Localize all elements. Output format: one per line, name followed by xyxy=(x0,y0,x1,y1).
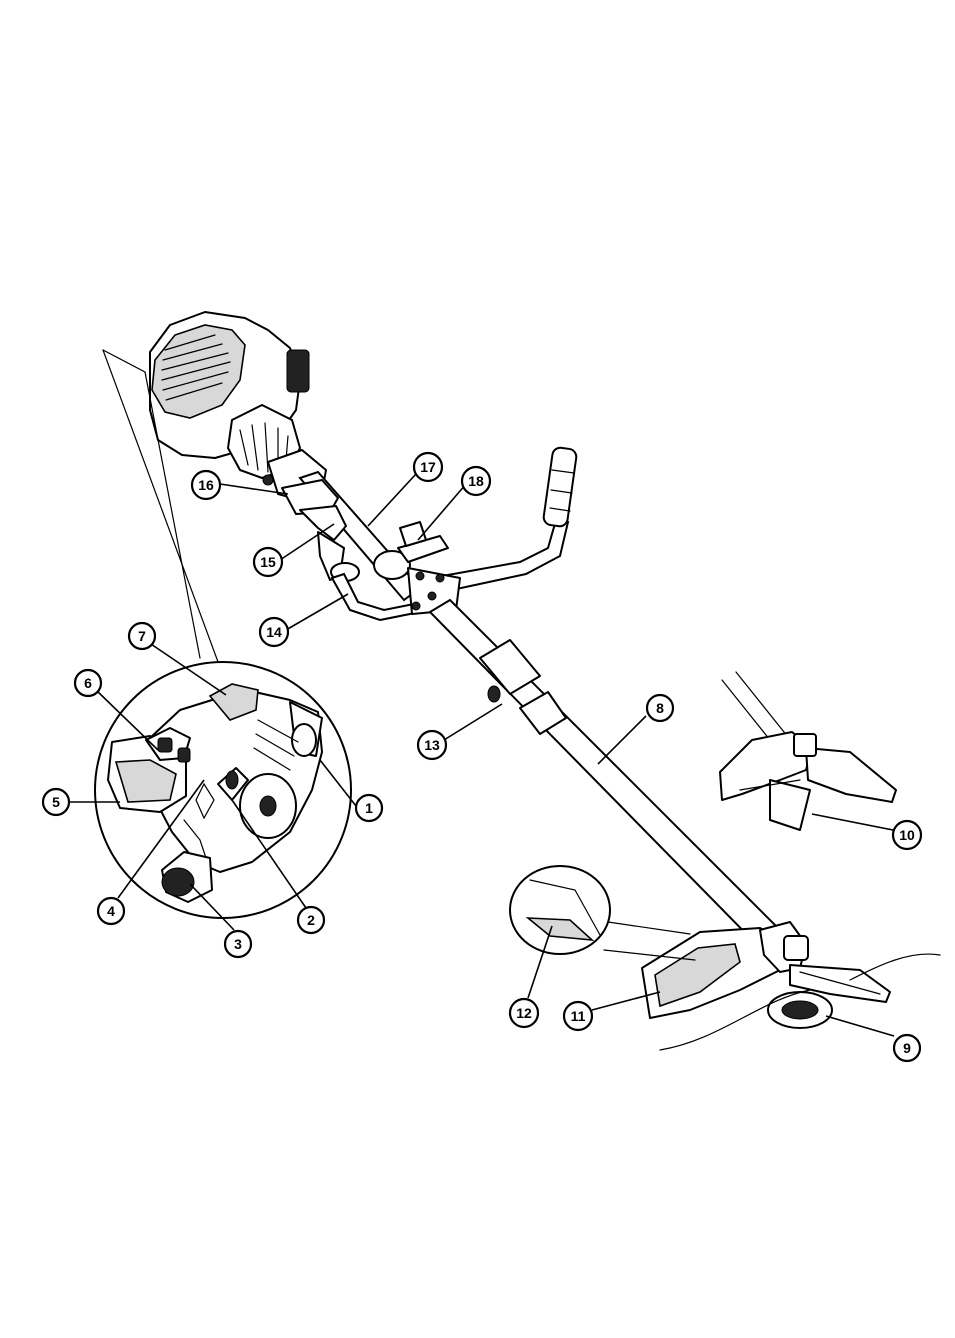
callout-8: 8 xyxy=(647,695,673,721)
callout-16: 16 xyxy=(192,471,220,499)
callout-17-label: 17 xyxy=(420,459,436,475)
callout-12: 12 xyxy=(510,999,538,1027)
callout-7: 7 xyxy=(129,623,155,649)
callout-1: 1 xyxy=(356,795,382,821)
engine-unit xyxy=(150,312,326,500)
callout-10-label: 10 xyxy=(899,827,915,843)
callout-6: 6 xyxy=(75,670,101,696)
callout-5: 5 xyxy=(43,789,69,815)
line-cutter-detail xyxy=(510,866,695,960)
callout-3-label: 3 xyxy=(234,936,242,952)
callout-13-label: 13 xyxy=(424,737,440,753)
callout-16-label: 16 xyxy=(198,477,214,493)
callout-8-label: 8 xyxy=(656,700,664,716)
callout-7-label: 7 xyxy=(138,628,146,644)
callout-17: 17 xyxy=(414,453,442,481)
callout-1-label: 1 xyxy=(365,800,373,816)
callout-2-label: 2 xyxy=(307,912,315,928)
callout-18-label: 18 xyxy=(468,473,484,489)
callout-11: 11 xyxy=(564,1002,592,1030)
callout-6-label: 6 xyxy=(84,675,92,691)
callout-15: 15 xyxy=(254,548,282,576)
callout-12-label: 12 xyxy=(516,1005,532,1021)
callout-11-label: 11 xyxy=(571,1008,586,1024)
callout-18: 18 xyxy=(462,467,490,495)
handle-clamp xyxy=(374,522,460,614)
callout-4: 4 xyxy=(98,898,124,924)
callout-3: 3 xyxy=(225,931,251,957)
callout-5-label: 5 xyxy=(52,794,60,810)
callout-10: 10 xyxy=(893,821,921,849)
callout-14-label: 14 xyxy=(266,624,282,640)
callout-9-label: 9 xyxy=(903,1040,911,1056)
bike-handle-bar xyxy=(420,447,577,596)
callout-14: 14 xyxy=(260,618,288,646)
blade-guard-variant xyxy=(720,672,896,830)
trimmer-head xyxy=(642,922,940,1050)
callout-9: 9 xyxy=(894,1035,920,1061)
callout-13: 13 xyxy=(418,731,446,759)
callout-4-label: 4 xyxy=(107,903,115,919)
callout-2: 2 xyxy=(298,907,324,933)
callout-15-label: 15 xyxy=(260,554,276,570)
